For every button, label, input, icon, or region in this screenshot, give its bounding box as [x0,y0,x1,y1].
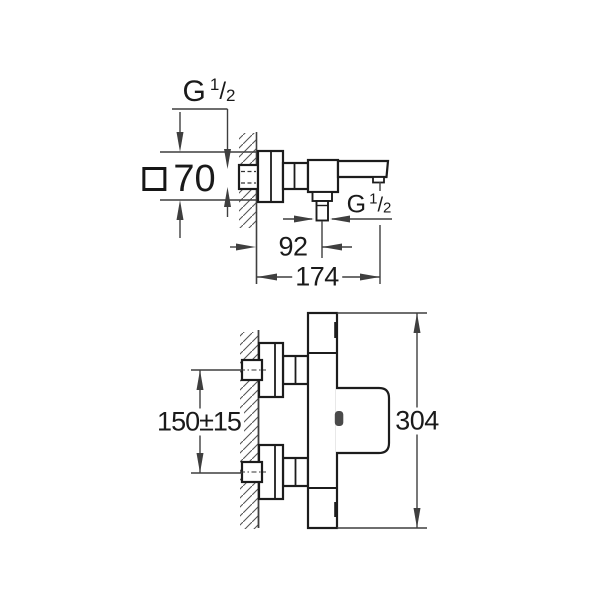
spout [336,159,390,179]
flange-size-text: 70 [173,158,216,200]
arrowhead-left [322,243,342,251]
dim-92-label: 92 [275,233,311,261]
mixer-side-outline [237,149,390,222]
aerator [372,176,385,184]
arrowhead-right [294,215,314,223]
body-slab [306,311,339,530]
top-view [160,108,392,284]
arrowhead-right [236,243,256,251]
mount-bottom [257,443,310,501]
mount-top [257,341,310,399]
leader-g12-top [172,108,231,217]
valve-body [306,158,340,194]
dim-174-label: 174 [292,263,342,291]
thread-size-text: G [182,75,207,108]
square-symbol-icon [142,167,167,191]
dim-304-label: 304 [393,405,441,436]
nut-centerlines [240,369,266,473]
dim-92 [230,243,352,251]
arrowhead-up [224,187,231,207]
dim-150-label: 150±15 [154,408,244,436]
connector-shaft [281,161,310,191]
dim-70 [160,112,256,238]
arrowhead-down [413,508,421,528]
arrowhead-right [360,273,380,281]
arrowhead-down [196,453,204,473]
mixer-wide-section [336,386,391,455]
inlet-thread-dashes [241,170,256,184]
square-flange-label: 70 [142,158,216,200]
arrowhead-down [224,149,231,169]
inlet-nut [237,163,260,191]
front-view [191,311,427,530]
shower-outlet-nut [311,191,333,202]
grohe-logo-mark [334,411,344,426]
arrowhead-up [196,370,204,390]
arrowhead-left [330,215,350,223]
leader-g12-bottom [283,215,392,258]
mixer-front-outline [306,311,391,530]
arrowhead-up [413,313,421,333]
thread-size-text: G [346,190,368,219]
arrowhead-down [176,132,184,152]
shower-outlet-pipe [315,200,329,222]
arrowhead-up [176,200,184,220]
arrowhead-left [257,273,277,281]
